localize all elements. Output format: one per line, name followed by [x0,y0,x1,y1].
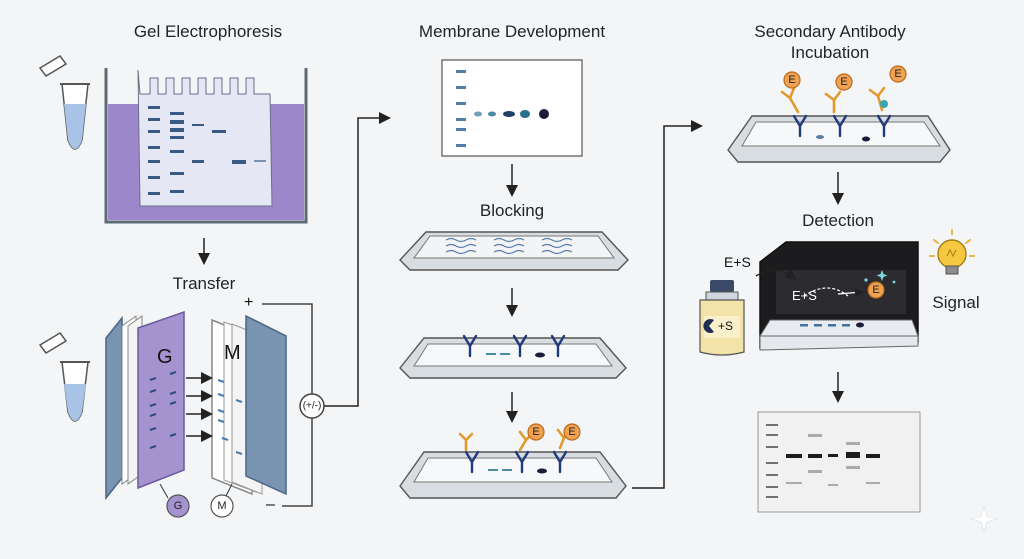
detector-box [755,241,919,351]
vial-label: +S [718,319,734,333]
transfer-sandwich [105,310,287,518]
incubation-tray [727,65,951,163]
enzyme-label-4: E [532,426,540,438]
substrate-inside-label: E+S [792,288,817,303]
light-bulb-icon [929,229,975,275]
enzyme-label-3: E [894,68,902,80]
membrane-layer-label: M [224,342,241,364]
substrate-outside-label: E+S [724,254,751,270]
substrate-vial [699,280,745,356]
gel-electrophoresis-title: Gel Electrophoresis [133,22,283,41]
power-circuit [262,303,325,507]
positive-electrode-label: + [244,294,254,311]
transfer-title: Transfer [172,274,236,293]
gel-layer-label: G [157,346,173,368]
sparkle-icon [969,504,999,534]
blocking-tray [399,231,629,271]
polarity-label: (+/-) [302,400,322,412]
flow-arrows [198,112,844,489]
secondary-antibody-title-line1: Secondary Antibody [754,22,906,41]
final-blot-image [757,411,921,513]
negative-electrode-label: – [266,496,275,513]
primary-antibody-tray [399,334,627,379]
gel-tube-top [38,55,90,150]
gel-circle-label: G [173,500,183,512]
secondary-antibody-tray [399,423,627,499]
membrane-development-title: Membrane Development [418,22,606,41]
detection-title: Detection [802,211,874,230]
enzyme-label-1: E [788,74,796,86]
transfer-tube [38,332,90,422]
enzyme-label-5: E [568,426,576,438]
membrane-card [441,59,583,157]
enzyme-label-2: E [840,76,848,88]
membrane-circle-label: M [217,500,227,512]
gel-tank [104,68,308,224]
enzyme-label-6: E [872,284,880,296]
secondary-antibody-title-line2: Incubation [790,43,870,62]
blocking-title: Blocking [479,201,545,220]
signal-label: Signal [932,293,980,312]
